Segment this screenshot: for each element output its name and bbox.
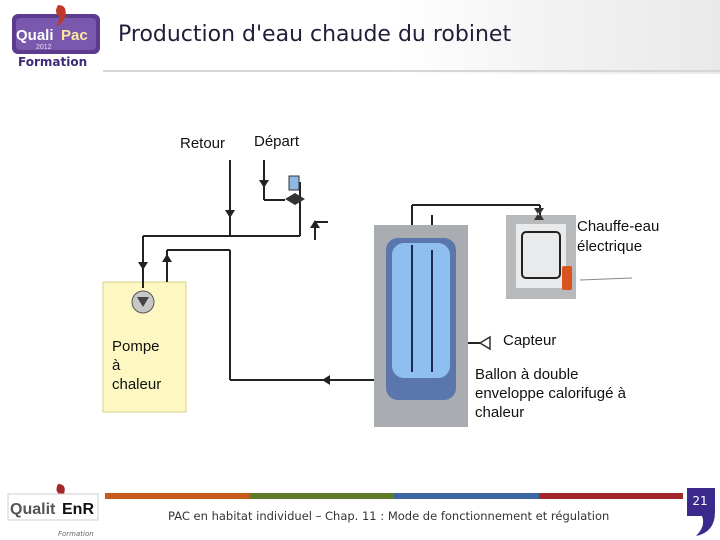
header-rule xyxy=(103,70,720,72)
logo-quali: Quali xyxy=(16,27,54,44)
storage-tank xyxy=(374,225,468,427)
qualipac-logo: Quali Pac 2012 Formation xyxy=(12,5,100,69)
pipes xyxy=(142,160,541,381)
sensor-icon xyxy=(478,335,491,351)
label-depart: Départ xyxy=(254,133,300,150)
qualitenr-logo: Qualit EnR Formation xyxy=(7,484,99,538)
page-title: Production d'eau chaude du robinet xyxy=(118,22,512,47)
label-pompe-2: à xyxy=(112,357,121,374)
label-chauffe-eau-1: Chauffe-eau xyxy=(577,218,660,235)
label-pompe-1: Pompe xyxy=(112,338,160,355)
logo-enr: EnR xyxy=(62,501,94,518)
logo-formation: Formation xyxy=(18,55,87,69)
logo-pac: Pac xyxy=(61,27,88,44)
label-pompe-3: chaleur xyxy=(112,376,162,393)
logo-qualit: Qualit xyxy=(10,501,56,518)
label-ballon-2: enveloppe calorifugé à xyxy=(475,385,626,402)
footer-text: PAC en habitat individuel – Chap. 11 : M… xyxy=(168,509,610,523)
three-way-valve-icon xyxy=(285,175,305,205)
flow-arrows xyxy=(138,180,330,385)
heating-diagram xyxy=(102,160,633,427)
header-band xyxy=(0,0,720,74)
pump-icon xyxy=(131,290,155,314)
footer-bar-4 xyxy=(539,493,683,499)
logo-formation-footer: Formation xyxy=(58,530,94,538)
label-chauffe-eau-2: électrique xyxy=(577,238,643,255)
label-ballon-1: Ballon à double xyxy=(475,366,579,383)
label-retour: Retour xyxy=(180,135,226,152)
label-capteur: Capteur xyxy=(503,332,557,349)
footer-bar-3 xyxy=(394,493,539,499)
page-number: 21 xyxy=(692,494,708,508)
logo-year: 2012 xyxy=(36,44,52,51)
label-ballon-3: chaleur xyxy=(475,404,525,421)
footer-bar-2 xyxy=(249,493,394,499)
page-number-badge xyxy=(687,488,715,536)
electric-heater xyxy=(506,208,633,299)
footer-bar-1 xyxy=(105,493,249,499)
